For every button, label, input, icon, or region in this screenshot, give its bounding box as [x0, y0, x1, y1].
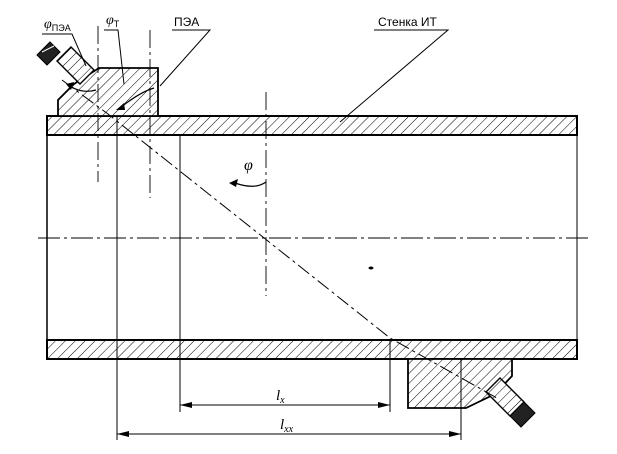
dimension-lx-arrow-right — [378, 402, 390, 408]
angle-arc-phi-pea-arrow — [66, 82, 74, 90]
angle-arc-phi-t-arrow — [116, 103, 125, 110]
label-phi: φ — [244, 157, 253, 174]
label-phi-pea: φПЭА — [44, 17, 71, 33]
label-lx: lx — [276, 388, 285, 406]
angle-arc-phi — [234, 181, 267, 187]
leader-phi-pea — [42, 33, 87, 67]
bottom-transducer-cable — [509, 401, 536, 428]
leader-pea — [159, 29, 212, 87]
top-transducer-cable-stripe — [41, 45, 55, 53]
pipe-wall-top — [46, 115, 578, 136]
dimension-lxx-arrow-right — [449, 431, 461, 437]
dimension-lx-arrow-left — [180, 402, 192, 408]
leader-wall — [339, 29, 450, 123]
drawing-speck — [368, 266, 374, 270]
dimension-lxx-arrow-left — [117, 431, 129, 437]
top-transducer-cable — [36, 41, 61, 66]
leader-phi-t — [104, 29, 125, 85]
acoustic-beam-path — [61, 79, 498, 399]
angle-arc-phi-arrow — [229, 179, 238, 187]
top-transducer-probe — [56, 46, 95, 85]
pipe-wall-bottom — [46, 339, 578, 360]
label-pea: ПЭА — [174, 15, 199, 29]
label-lxx: lxx — [280, 417, 294, 435]
label-pipe-wall: Стенка ИТ — [378, 15, 437, 29]
label-phi-t: φТ — [106, 13, 120, 29]
